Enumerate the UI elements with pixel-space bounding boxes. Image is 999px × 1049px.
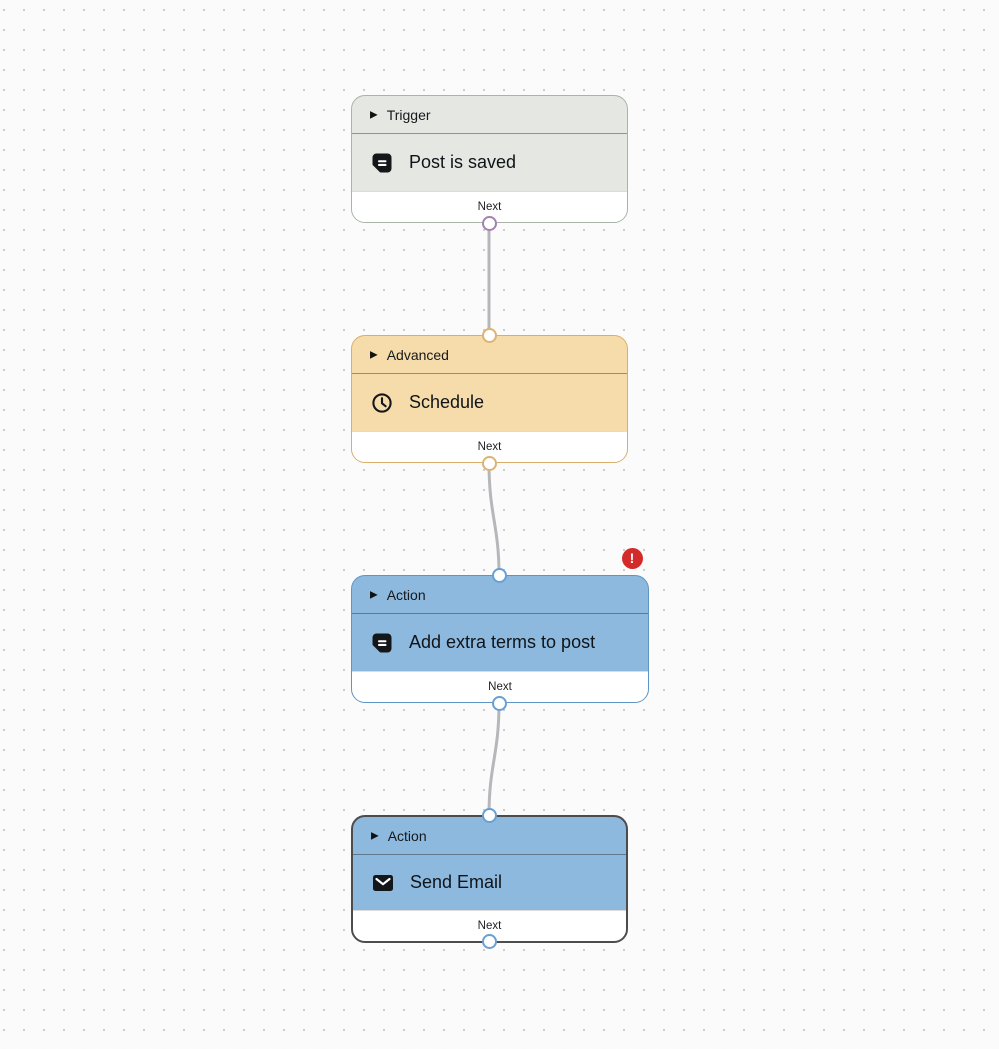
node-action-send-email-header[interactable]: ▶ Action: [353, 817, 626, 855]
node-advanced[interactable]: ▶ Advanced Schedule Next: [351, 335, 628, 463]
node-trigger-body[interactable]: Post is saved: [352, 134, 627, 191]
mail-icon: [371, 871, 395, 895]
clock-icon: [370, 391, 394, 415]
node-action-send-email-body[interactable]: Send Email: [353, 855, 626, 910]
port-action-add-terms-input[interactable]: [491, 567, 507, 583]
node-trigger-footer: Next: [352, 191, 627, 222]
port-action-send-email-input[interactable]: [481, 807, 497, 823]
error-icon[interactable]: !: [621, 547, 643, 569]
node-trigger[interactable]: ▶ Trigger Post is saved Next: [351, 95, 628, 223]
port-action-add-terms-output[interactable]: [491, 695, 507, 711]
next-label: Next: [477, 920, 502, 932]
node-title: Schedule: [409, 392, 485, 412]
edge-advanced-action1[interactable]: [487, 461, 501, 577]
edge-action1-action2[interactable]: [487, 701, 501, 817]
node-advanced-header[interactable]: ▶ Advanced: [352, 336, 627, 374]
next-label: Next: [477, 441, 502, 453]
document-icon: [370, 151, 394, 175]
document-icon: [370, 631, 394, 655]
node-title: Add extra terms to post: [409, 632, 596, 652]
play-icon: ▶: [370, 589, 378, 600]
node-title: Send Email: [410, 872, 503, 892]
node-type-label: Trigger: [386, 106, 431, 123]
port-advanced-input[interactable]: [481, 327, 497, 343]
node-title: Post is saved: [409, 152, 517, 172]
node-type-label: Action: [386, 586, 426, 603]
next-label: Next: [477, 201, 502, 213]
port-advanced-output[interactable]: [481, 455, 497, 471]
play-icon: ▶: [370, 349, 378, 360]
node-advanced-body[interactable]: Schedule: [352, 374, 627, 431]
play-icon: ▶: [370, 109, 378, 120]
node-type-label: Advanced: [386, 346, 449, 363]
node-action-add-terms-header[interactable]: ▶ Action: [352, 576, 648, 614]
node-action-add-terms-body[interactable]: Add extra terms to post: [352, 614, 648, 671]
port-action-send-email-output[interactable]: [481, 933, 497, 949]
node-trigger-header[interactable]: ▶ Trigger: [352, 96, 627, 134]
node-action-add-terms[interactable]: ▶ Action Add extra terms to post Next: [351, 575, 649, 703]
port-trigger-output[interactable]: [481, 215, 497, 231]
next-label: Next: [488, 681, 512, 693]
node-action-send-email[interactable]: ▶ Action Send Email Next: [351, 815, 628, 943]
node-type-label: Action: [387, 827, 427, 844]
play-icon: ▶: [371, 830, 379, 841]
